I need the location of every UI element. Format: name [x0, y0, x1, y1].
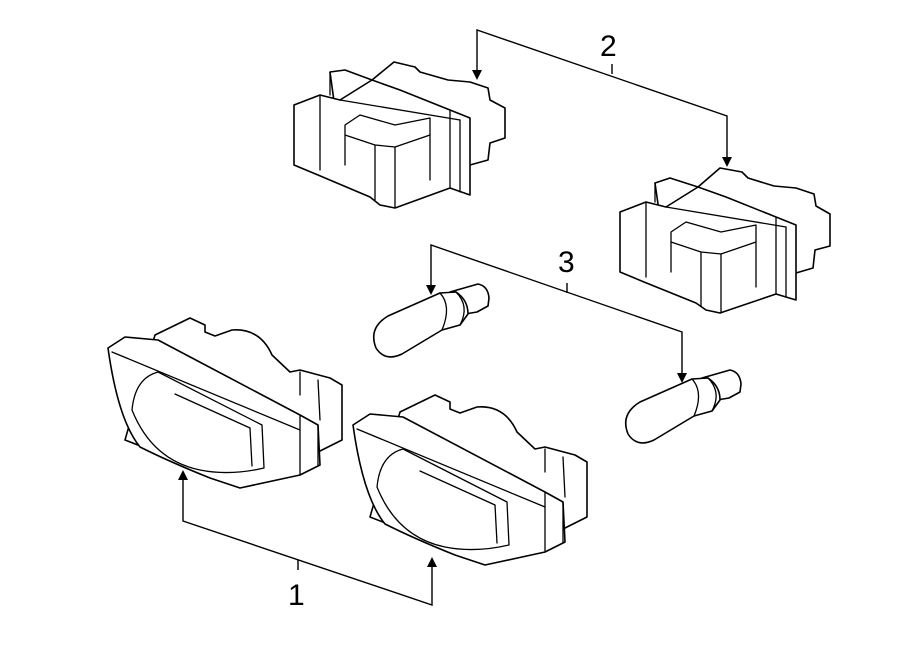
- lamp-assembly-left: [107, 317, 343, 489]
- arrowhead-3-right: [677, 373, 687, 383]
- arrowhead-2-left: [472, 70, 482, 80]
- arrowhead-1-left: [178, 470, 188, 480]
- callout-1-leader: [178, 470, 437, 606]
- arrowhead-3-left: [426, 285, 436, 295]
- arrowhead-1-right: [427, 557, 437, 567]
- bulb-upper: [372, 283, 490, 358]
- socket-right: [619, 167, 831, 314]
- lamp-assembly-right: [352, 394, 588, 566]
- callout-label-1: 1: [288, 579, 305, 612]
- callout-2-leader: [472, 29, 732, 167]
- arrowhead-2-right: [722, 157, 732, 167]
- callout-label-3: 3: [558, 246, 575, 279]
- callout-label-2: 2: [600, 30, 617, 63]
- callout-3-leader: [426, 244, 687, 383]
- socket-upper-left: [293, 61, 506, 209]
- bulb-lower: [624, 369, 742, 444]
